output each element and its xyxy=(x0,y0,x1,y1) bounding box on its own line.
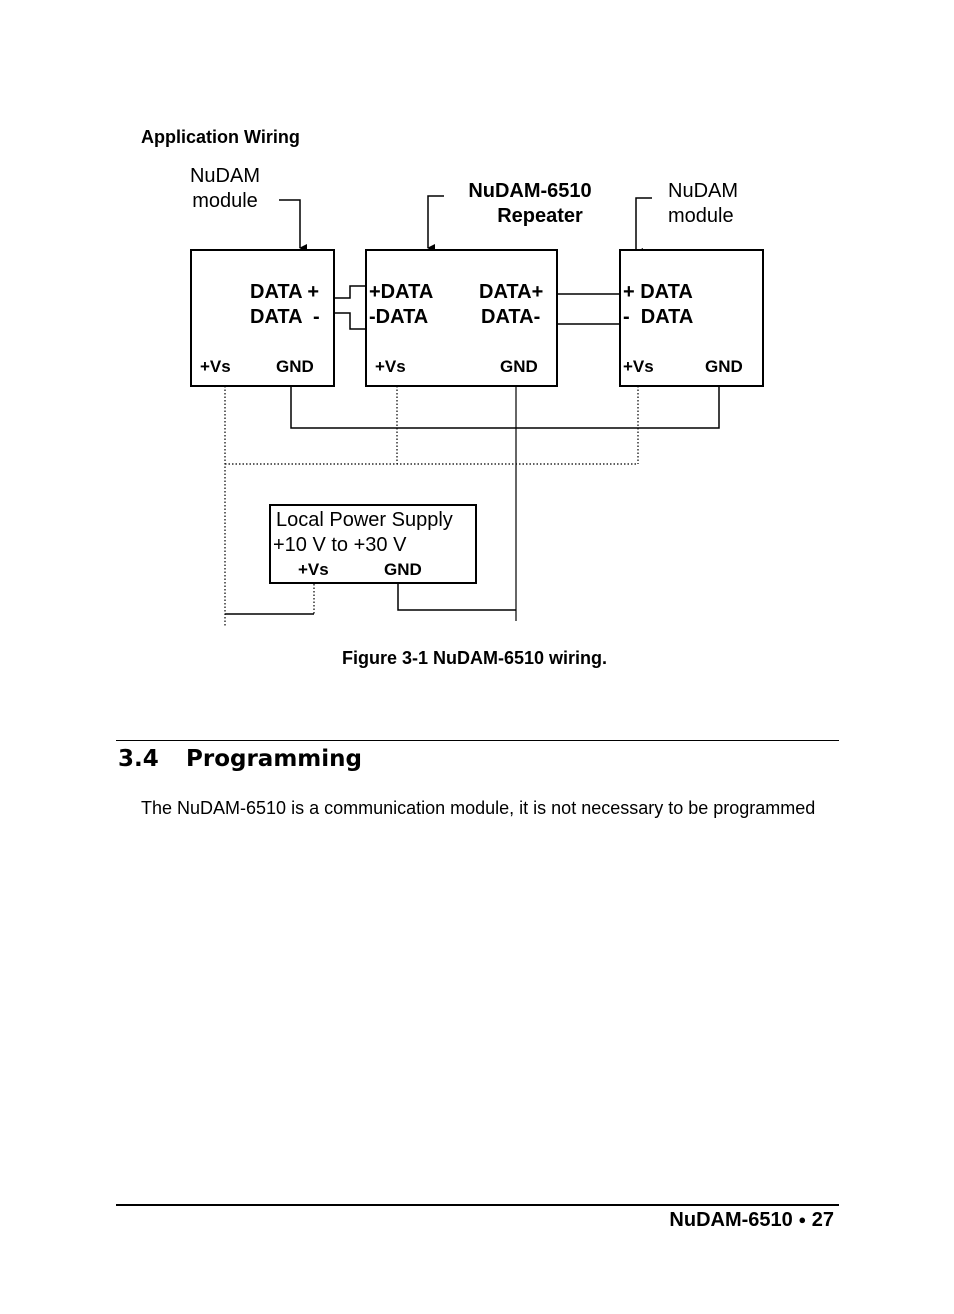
right-module-label: NuDAM module xyxy=(668,180,739,227)
section-number: 3.4 xyxy=(118,746,159,772)
section-rule xyxy=(116,740,839,741)
right-module-box xyxy=(619,249,764,387)
section-title: Programming xyxy=(186,746,362,772)
right-gnd: GND xyxy=(705,357,743,376)
left-module-box xyxy=(190,249,335,387)
repeater-label: NuDAM-6510 Repeater xyxy=(468,180,592,227)
supply-gnd-wire xyxy=(397,584,516,611)
right-data-plus: + DATA xyxy=(623,281,693,303)
wiring-diagram xyxy=(224,195,720,626)
power-supply-range: +10 V to +30 V xyxy=(273,534,407,556)
repeater-right-data-minus: DATA- xyxy=(481,306,541,328)
left-module-label: NuDAM module xyxy=(189,165,260,212)
footer-rule xyxy=(116,1204,839,1206)
power-supply-title: Local Power Supply xyxy=(276,509,453,531)
repeater-arrow xyxy=(427,195,444,252)
right-module-arrow xyxy=(635,197,652,256)
left-module-arrow xyxy=(279,199,307,252)
repeater-left-data-minus: -DATA xyxy=(369,306,429,328)
footer-bullet-icon: ● xyxy=(798,1212,807,1227)
gnd-bus xyxy=(290,386,720,429)
figure-caption: Figure 3-1 NuDAM-6510 wiring. xyxy=(342,648,608,668)
right-vs: +Vs xyxy=(623,357,654,376)
data-minus-wire-left xyxy=(333,312,366,330)
power-supply-vs: +Vs xyxy=(298,560,329,579)
left-vs: +Vs xyxy=(200,357,231,376)
repeater-gnd: GND xyxy=(500,357,538,376)
repeater-right-data-plus: DATA+ xyxy=(479,281,544,303)
data-plus-wire-left xyxy=(333,285,366,299)
section-body: The NuDAM-6510 is a communication module… xyxy=(141,798,816,818)
repeater-left-data-plus: +DATA xyxy=(369,281,434,303)
left-gnd: GND xyxy=(276,357,314,376)
left-data-minus: DATA - xyxy=(250,306,320,328)
footer: NuDAM-6510 ● 27 xyxy=(669,1209,834,1232)
right-data-minus: - DATA xyxy=(623,306,694,328)
power-supply-box xyxy=(269,504,477,584)
power-supply-gnd: GND xyxy=(384,560,422,579)
footer-product: NuDAM-6510 xyxy=(669,1209,793,1231)
footer-page-number: 27 xyxy=(811,1209,834,1231)
repeater-vs: +Vs xyxy=(375,357,406,376)
figure-heading: Application Wiring xyxy=(141,127,300,147)
repeater-box xyxy=(365,249,558,387)
left-data-plus: DATA + xyxy=(250,281,320,303)
